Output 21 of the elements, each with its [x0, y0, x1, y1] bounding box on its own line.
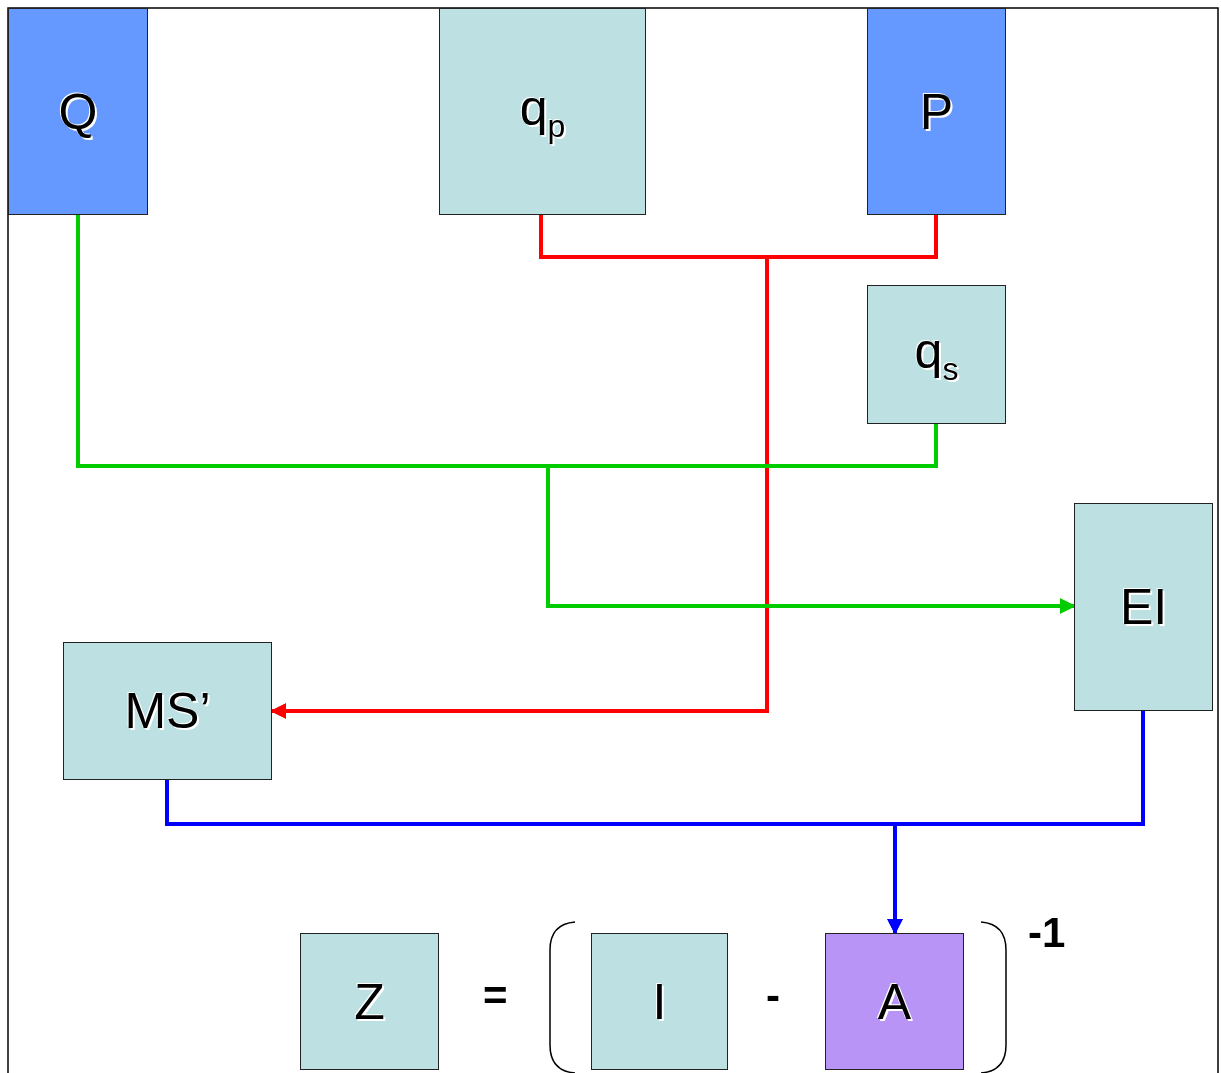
variable-label: P	[919, 82, 954, 141]
variable-label: q$_{s}$	[914, 321, 959, 388]
variable-label: EI	[1119, 578, 1168, 636]
variable-box	[825, 933, 964, 1070]
variable-label: Q	[58, 82, 98, 141]
variable-label: I	[652, 972, 667, 1031]
variable-box	[8, 8, 148, 215]
variable-box	[591, 933, 728, 1070]
variable-box	[63, 642, 272, 780]
variable-label: Z	[354, 972, 385, 1031]
variable-box	[439, 8, 646, 215]
operator-label: -	[766, 975, 780, 1017]
operator-label: =	[483, 975, 508, 1017]
variable-label: MS’	[124, 682, 211, 740]
variable-label: A	[877, 972, 912, 1031]
variable-box	[867, 8, 1006, 215]
variable-box	[1074, 503, 1213, 711]
variable-box	[300, 933, 439, 1070]
variable-box	[867, 285, 1006, 424]
variable-label: q$_{p}$	[519, 78, 566, 145]
exponent-label: -1	[1028, 912, 1066, 954]
